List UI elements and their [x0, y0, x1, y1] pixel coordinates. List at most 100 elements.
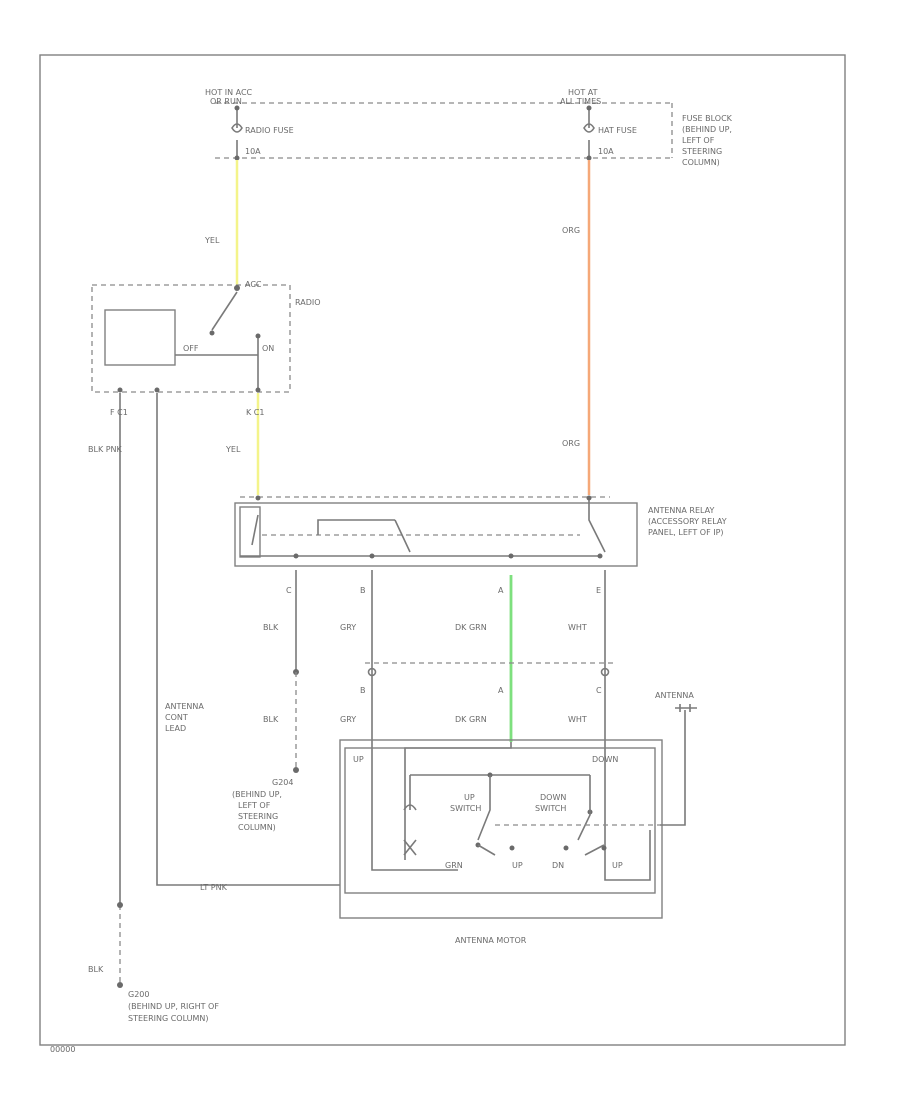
radio-fuse-amp-label: 10A [245, 147, 261, 156]
yel-mid-label: YEL [225, 445, 241, 454]
antenna-cont-label: ANTENNA [165, 702, 204, 711]
yel-top-label: YEL [204, 236, 220, 245]
diagram-frame [39, 54, 846, 1046]
relay-pin-b-label: B [360, 586, 366, 595]
radio-fuse-symbol [231, 123, 243, 133]
conn-b-label: B [360, 686, 366, 695]
radio-f-terminal-2 [154, 387, 160, 393]
hat-fuse-terminal [586, 105, 592, 111]
hot-at-all-label: HOT AT [568, 88, 598, 97]
g200-label: G200 [128, 990, 149, 999]
down-switch-blade [584, 844, 605, 856]
up-pos-label: UP [512, 861, 523, 870]
motor-up-label: UP [353, 755, 364, 764]
relay-pin-e [597, 553, 603, 559]
dk-grn2-label: DK GRN [455, 715, 487, 724]
connector-c-pin [600, 667, 610, 677]
on-label: ON [262, 344, 274, 353]
antenna-motor-box [339, 739, 663, 919]
pnk-wire-left [156, 393, 340, 886]
antenna-icon [675, 704, 697, 712]
radio-box [91, 284, 291, 393]
radio-off-contact [209, 330, 215, 336]
blk-pnk-label: BLK PNK [88, 445, 123, 454]
dn-pos-label: DN [552, 861, 564, 870]
up-switch-contact-2 [509, 845, 515, 851]
relay-upper-wire [317, 519, 395, 535]
antenna-cont-label-3: LEAD [165, 724, 186, 733]
up-switch-label: UP [464, 793, 475, 802]
hat-fuse-symbol [583, 123, 595, 133]
antenna-relay-label-2: (ACCESSORY RELAY [648, 517, 727, 526]
relay-coil [239, 506, 261, 558]
radio-acc-terminal [234, 285, 240, 291]
hot-in-acc-label: HOT IN ACC [205, 88, 253, 97]
gry-wire [371, 570, 458, 871]
up-pos-label-2: UP [612, 861, 623, 870]
conn-c-label: C [596, 686, 602, 695]
relay-org-terminal [586, 495, 592, 501]
radio-label: RADIO [295, 298, 321, 307]
off-label: OFF [183, 344, 199, 353]
relay-switch-1 [394, 519, 411, 553]
blk2-label: BLK [263, 715, 279, 724]
gry2-label: GRY [340, 715, 356, 724]
blk-label: BLK [263, 623, 279, 632]
fuse-block-label: FUSE BLOCK [682, 114, 733, 123]
up-switch-arm [477, 775, 491, 841]
relay-pin-a [508, 553, 514, 559]
down-switch-contact-2 [601, 845, 607, 851]
figure-id: 00000 [50, 1045, 75, 1054]
antenna-top-label: ANTENNA [655, 691, 694, 700]
relay-switch-2 [588, 498, 606, 553]
hat-fuse-terminal-2 [586, 155, 592, 161]
down-switch-contact [563, 845, 569, 851]
hot-at-all-label-2: ALL TIMES [560, 97, 601, 106]
motor-terminal-symbol [403, 804, 417, 811]
down-switch-label: DOWN [540, 793, 566, 802]
hat-fuse-amp-label: 10A [598, 147, 614, 156]
org-top-label: ORG [562, 226, 580, 235]
g200-label-3: STEERING COLUMN) [128, 1014, 209, 1023]
radio-fuse-label: RADIO FUSE [245, 126, 294, 135]
gry-label: GRY [340, 623, 356, 632]
wht-wire [604, 570, 651, 881]
radio-on-contact [255, 333, 261, 339]
radio-switch-arm [211, 291, 238, 331]
g200-label-2: (BEHIND UP, RIGHT OF [128, 1002, 219, 1011]
radio-fuse-terminal [234, 105, 240, 111]
relay-pin-b [369, 553, 375, 559]
antenna-motor-label: ANTENNA MOTOR [455, 936, 527, 945]
radio-fuse-terminal-2 [234, 155, 240, 161]
fuse-block-label-4: STEERING [682, 147, 722, 156]
antenna-relay-label: ANTENNA RELAY [648, 506, 714, 515]
radio-f-terminal-1 [117, 387, 123, 393]
relay-pin-e-label: E [596, 586, 601, 595]
relay-pin-a-label: A [498, 586, 504, 595]
lt-pnk-label: LT PNK [200, 883, 228, 892]
radio-module [104, 309, 176, 366]
radio-conn-k-label: K C1 [246, 408, 264, 417]
motor-down-label: DOWN [592, 755, 618, 764]
grn-pos-label: GRN [445, 861, 463, 870]
antenna-motor-inner [344, 747, 656, 894]
g204-label-3: LEFT OF [238, 801, 271, 810]
g204-label-5: COLUMN) [238, 823, 276, 832]
antenna-relay-label-3: PANEL, LEFT OF IP) [648, 528, 724, 537]
radio-conn-f-label: F C1 [110, 408, 128, 417]
g204-label-2: (BEHIND UP, [232, 790, 282, 799]
g204-label: G204 [272, 778, 293, 787]
antenna-cont-label-2: CONT [165, 713, 188, 722]
blk-bottom-label: BLK [88, 965, 104, 974]
dk-grn-label: DK GRN [455, 623, 487, 632]
blk-splice [117, 902, 123, 908]
g204-label-4: STEERING [238, 812, 278, 821]
down-switch-label-2: SWITCH [535, 804, 566, 813]
relay-pin-c [293, 553, 299, 559]
org-mid-label: ORG [562, 439, 580, 448]
g204-ground [293, 767, 299, 773]
acc-label: ACC [245, 280, 262, 289]
fuse-block-label-5: COLUMN) [682, 158, 720, 167]
down-switch-arm [577, 775, 591, 841]
